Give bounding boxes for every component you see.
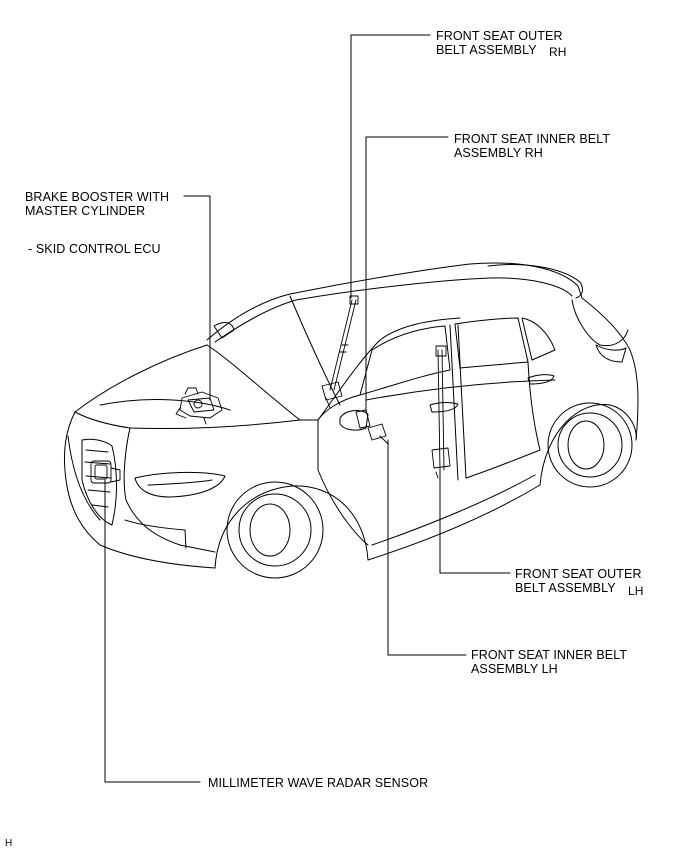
label-front-seat-outer-rh-line2: BELT ASSEMBLY xyxy=(436,43,537,57)
label-brake-booster-line2: MASTER CYLINDER xyxy=(25,204,146,218)
leader-brake-booster xyxy=(183,195,211,401)
label-brake-booster-line1: BRAKE BOOSTER WITH xyxy=(25,190,170,204)
label-front-seat-inner-rh-line2: ASSEMBLY RH xyxy=(454,146,543,160)
label-front-seat-outer-rh-line1: FRONT SEAT OUTER xyxy=(436,29,563,43)
car-body xyxy=(63,262,639,579)
figure-code: H xyxy=(5,838,13,849)
leader-lines xyxy=(104,34,511,783)
leader-inner-lh xyxy=(387,439,467,656)
label-front-seat-outer-rh-side: RH xyxy=(549,45,567,59)
label-front-seat-outer-lh-side: LH xyxy=(628,584,644,598)
leader-radar xyxy=(104,479,201,783)
label-millimeter-wave-radar: MILLIMETER WAVE RADAR SENSOR xyxy=(208,776,429,790)
radar-sensor-component xyxy=(90,460,121,484)
leader-outer-rh xyxy=(350,34,431,299)
label-front-seat-outer-lh-line2: BELT ASSEMBLY xyxy=(515,581,616,595)
leader-outer-lh xyxy=(439,469,511,574)
label-front-seat-inner-lh-line2: ASSEMBLY LH xyxy=(471,662,558,676)
leader-inner-rh xyxy=(365,136,449,413)
inner-belt-rh-component xyxy=(355,409,389,445)
label-skid-control-ecu: - SKID CONTROL ECU xyxy=(28,242,161,256)
label-front-seat-inner-lh-line1: FRONT SEAT INNER BELT xyxy=(471,648,628,662)
label-front-seat-inner-rh-line1: FRONT SEAT INNER BELT xyxy=(454,132,611,146)
outer-belt-rh-component xyxy=(321,295,359,409)
brake-booster-component xyxy=(175,387,225,425)
label-front-seat-outer-lh-line1: FRONT SEAT OUTER xyxy=(515,567,642,581)
outer-belt-lh-component xyxy=(431,345,451,479)
